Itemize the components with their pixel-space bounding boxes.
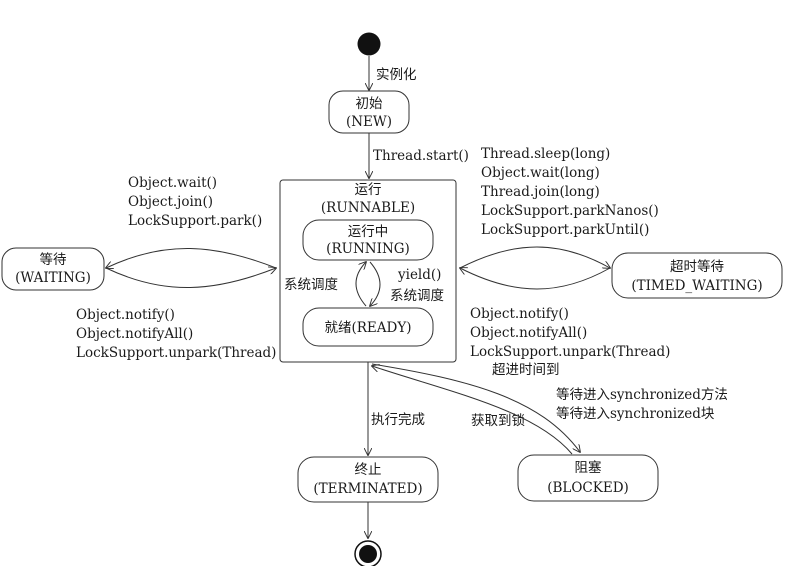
label-to-timed-4: LockSupport.parkNanos() bbox=[481, 203, 659, 219]
node-running: 运行中 (RUNNING) bbox=[302, 219, 434, 261]
edge-label-instantiate: 实例化 bbox=[376, 67, 417, 83]
node-blocked: 阻塞 (BLOCKED) bbox=[517, 454, 659, 502]
label-from-waiting-3: LockSupport.unpark(Thread) bbox=[76, 345, 276, 361]
edge-from-waiting bbox=[105, 268, 276, 288]
label-from-waiting-2: Object.notifyAll() bbox=[76, 326, 193, 342]
label-from-waiting-1: Object.notify() bbox=[76, 307, 175, 323]
node-terminated-name: 终止 bbox=[355, 462, 382, 478]
label-to-waiting-2: Object.join() bbox=[128, 194, 213, 210]
node-running-name: 运行中 bbox=[348, 224, 389, 240]
node-waiting-name: 等待 bbox=[40, 251, 67, 268]
node-runnable-name: 运行 bbox=[355, 182, 382, 198]
edge-label-scheduler-right: 系统调度 bbox=[390, 288, 444, 304]
label-to-timed-5: LockSupport.parkUntil() bbox=[481, 222, 649, 238]
edge-label-thread-start: Thread.start() bbox=[373, 148, 469, 164]
node-blocked-name: 阻塞 bbox=[575, 459, 603, 476]
label-from-timed-3: LockSupport.unpark(Thread) bbox=[470, 344, 670, 360]
label-from-timed-4: 超进时间到 bbox=[492, 362, 560, 378]
edge-to-timed-waiting bbox=[459, 246, 610, 268]
edge-label-scheduler-left: 系统调度 bbox=[284, 277, 338, 293]
label-to-waiting-3: LockSupport.park() bbox=[128, 213, 262, 229]
node-new: 初始 (NEW) bbox=[328, 90, 410, 134]
node-waiting-sub: (WAITING) bbox=[15, 270, 91, 286]
end-node bbox=[354, 540, 382, 566]
node-timed-waiting-sub: (TIMED_WAITING) bbox=[631, 278, 762, 294]
node-new-sub: (NEW) bbox=[346, 114, 392, 130]
node-ready-label: 就绪(READY) bbox=[324, 320, 411, 336]
label-to-waiting-1: Object.wait() bbox=[128, 175, 217, 191]
label-to-timed-1: Thread.sleep(long) bbox=[481, 146, 610, 162]
start-node bbox=[357, 32, 381, 56]
label-to-timed-3: Thread.join(long) bbox=[481, 184, 600, 200]
node-new-name: 初始 bbox=[356, 95, 383, 112]
node-terminated: 终止 (TERMINATED) bbox=[297, 456, 439, 503]
edge-to-blocked bbox=[371, 363, 580, 452]
node-timed-waiting-name: 超时等待 bbox=[670, 258, 724, 275]
node-terminated-sub: (TERMINATED) bbox=[313, 481, 422, 497]
edge-scheduler-to-running bbox=[355, 262, 366, 307]
label-from-timed-2: Object.notifyAll() bbox=[470, 325, 587, 341]
edge-label-acquire-lock: 获取到锁 bbox=[471, 413, 525, 429]
edge-label-finish: 执行完成 bbox=[371, 412, 425, 428]
edge-label-yield: yield() bbox=[397, 267, 441, 283]
label-to-blocked-1: 等待进入synchronized方法 bbox=[556, 386, 728, 403]
edge-to-waiting bbox=[106, 248, 277, 268]
node-waiting: 等待 (WAITING) bbox=[1, 247, 105, 291]
label-to-blocked-2: 等待进入synchronized块 bbox=[556, 405, 715, 422]
node-blocked-sub: (BLOCKED) bbox=[547, 480, 629, 496]
node-ready: 就绪(READY) bbox=[302, 307, 434, 347]
label-from-timed-1: Object.notify() bbox=[470, 306, 569, 322]
node-runnable-sub: (RUNNABLE) bbox=[321, 200, 415, 216]
node-running-sub: (RUNNING) bbox=[326, 241, 410, 257]
label-to-timed-2: Object.wait(long) bbox=[481, 165, 600, 181]
node-timed-waiting: 超时等待 (TIMED_WAITING) bbox=[611, 252, 783, 299]
edge-from-timed-waiting bbox=[460, 268, 611, 290]
edge-yield-to-ready bbox=[370, 261, 381, 306]
edge-acquire-lock bbox=[372, 366, 573, 455]
